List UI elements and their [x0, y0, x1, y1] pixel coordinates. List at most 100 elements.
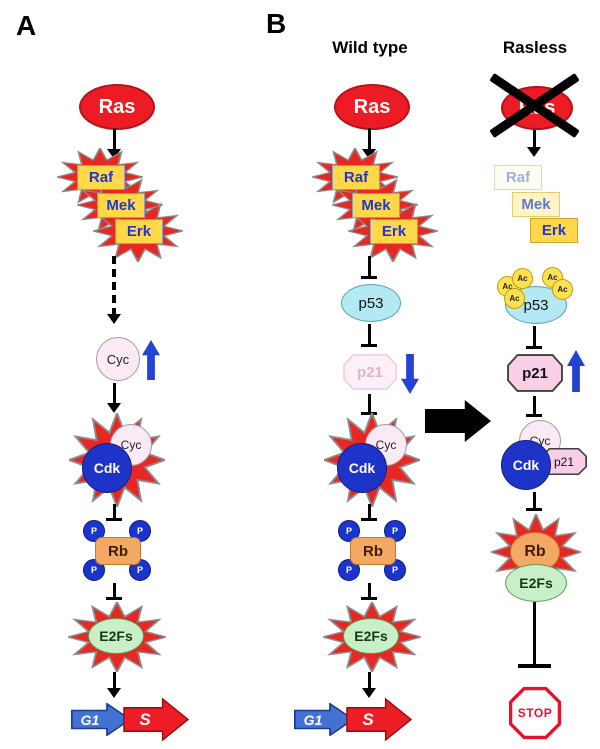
t-bar-cap [526, 508, 542, 511]
arrow-line [368, 128, 371, 150]
rb-node: Rb [95, 537, 141, 565]
arrow-head [527, 147, 541, 157]
cdk-label: Cdk [512, 457, 540, 473]
rb-label: Rb [108, 542, 128, 560]
phospho-label: P [90, 565, 97, 575]
arrow-head [107, 688, 121, 698]
up-arrow-icon [567, 350, 585, 392]
t-bar-cap [361, 344, 377, 347]
t-bar-line [368, 324, 371, 344]
t-bar-cap [361, 412, 377, 415]
phospho-circle: P [338, 520, 360, 542]
p21-label: p21 [522, 364, 548, 382]
mek-label: Mek [521, 196, 551, 213]
phospho-label: P [136, 565, 143, 575]
t-bar-line [368, 394, 371, 412]
acetyl-label: Ac [517, 274, 528, 283]
cyclin-label: Cyc [375, 438, 397, 452]
s-phase-label: S [139, 709, 151, 729]
e2f-node: E2Fs [88, 618, 144, 654]
mek-label: Mek [106, 197, 136, 214]
up-arrow-icon [142, 340, 160, 380]
p21-label: p21 [357, 363, 383, 381]
t-bar-cap [518, 664, 551, 668]
ras-node: Ras [79, 84, 155, 130]
ras-label: Ras [98, 95, 136, 118]
t-bar-cap [106, 597, 122, 600]
wild-type-header: Wild type [332, 38, 408, 57]
phospho-label: P [345, 526, 352, 536]
raf-label: Raf [505, 169, 531, 186]
erk-label: Erk [126, 223, 152, 240]
ras-label: Ras [353, 95, 391, 118]
t-bar-line [368, 504, 371, 518]
t-bar-cap [526, 346, 542, 349]
arrow-head [362, 149, 376, 159]
e2f-node: E2Fs [505, 564, 567, 602]
t-bar-cap [361, 597, 377, 600]
e2f-node: E2Fs [343, 618, 399, 654]
rb-label: Rb [524, 543, 546, 560]
erk-box: Erk [370, 219, 418, 244]
t-bar-cap [361, 276, 377, 279]
panel-a-label: A [16, 10, 37, 41]
e2f-label: E2Fs [354, 628, 388, 644]
p53-node: p53 [341, 284, 401, 322]
arrow-line [113, 128, 116, 150]
raf-label: Raf [88, 169, 114, 186]
erk-label: Erk [381, 223, 407, 240]
t-bar-line [368, 583, 371, 597]
panel-b-label: B [266, 8, 287, 39]
rb-label: Rb [363, 542, 383, 560]
phospho-label: P [90, 526, 97, 536]
phospho-circle: P [83, 520, 105, 542]
arrow-line [113, 383, 116, 405]
mek-box-inactive: Mek [512, 192, 560, 217]
stop-label: STOP [517, 706, 553, 720]
ras-node: Ras [334, 84, 410, 130]
rasless-header: Rasless [502, 38, 568, 57]
t-bar-line [533, 602, 536, 664]
arrow-line [533, 130, 536, 148]
dashed-arrow-head [107, 314, 121, 324]
t-bar-line [533, 396, 536, 414]
t-bar-line [113, 583, 116, 597]
rb-node: Rb [350, 537, 396, 565]
phospho-label: P [391, 565, 398, 575]
rasless-transition-arrow [424, 399, 492, 443]
arrow-head [107, 149, 121, 159]
mek-label: Mek [361, 197, 391, 214]
arrow-line [368, 672, 371, 690]
raf-label: Raf [343, 169, 369, 186]
dashed-arrow-line [112, 256, 116, 316]
arrow-head [107, 403, 121, 413]
mek-box: Mek [97, 193, 145, 218]
acetyl-circle: Ac [512, 268, 533, 289]
t-bar-cap [106, 518, 122, 521]
cdk-node: Cdk [501, 440, 551, 490]
phospho-label: P [345, 565, 352, 575]
t-bar-line [368, 256, 371, 276]
erk-box-inactive: Erk [530, 218, 578, 243]
s-phase-label: S [362, 709, 374, 729]
erk-label: Erk [541, 222, 567, 239]
t-bar-line [533, 492, 536, 508]
g1-phase-label: G1 [80, 711, 100, 728]
cdk-label: Cdk [348, 460, 376, 476]
p53-label: p53 [358, 294, 384, 312]
e2f-label: E2Fs [99, 628, 133, 644]
phospho-label: P [136, 526, 143, 536]
t-bar-cap [526, 414, 542, 417]
acetyl-circle: Ac [552, 279, 573, 300]
t-bar-line [533, 326, 536, 346]
t-bar-cap [361, 518, 377, 521]
acetyl-label: Ac [557, 285, 568, 294]
cyclin-label: Cyc [120, 438, 142, 452]
e2f-label: E2Fs [519, 575, 553, 591]
erk-box: Erk [115, 219, 163, 244]
t-bar-line [113, 504, 116, 518]
raf-box: Raf [77, 165, 125, 190]
acetyl-label: Ac [547, 273, 558, 282]
cyclin-node: Cyc [96, 337, 140, 381]
